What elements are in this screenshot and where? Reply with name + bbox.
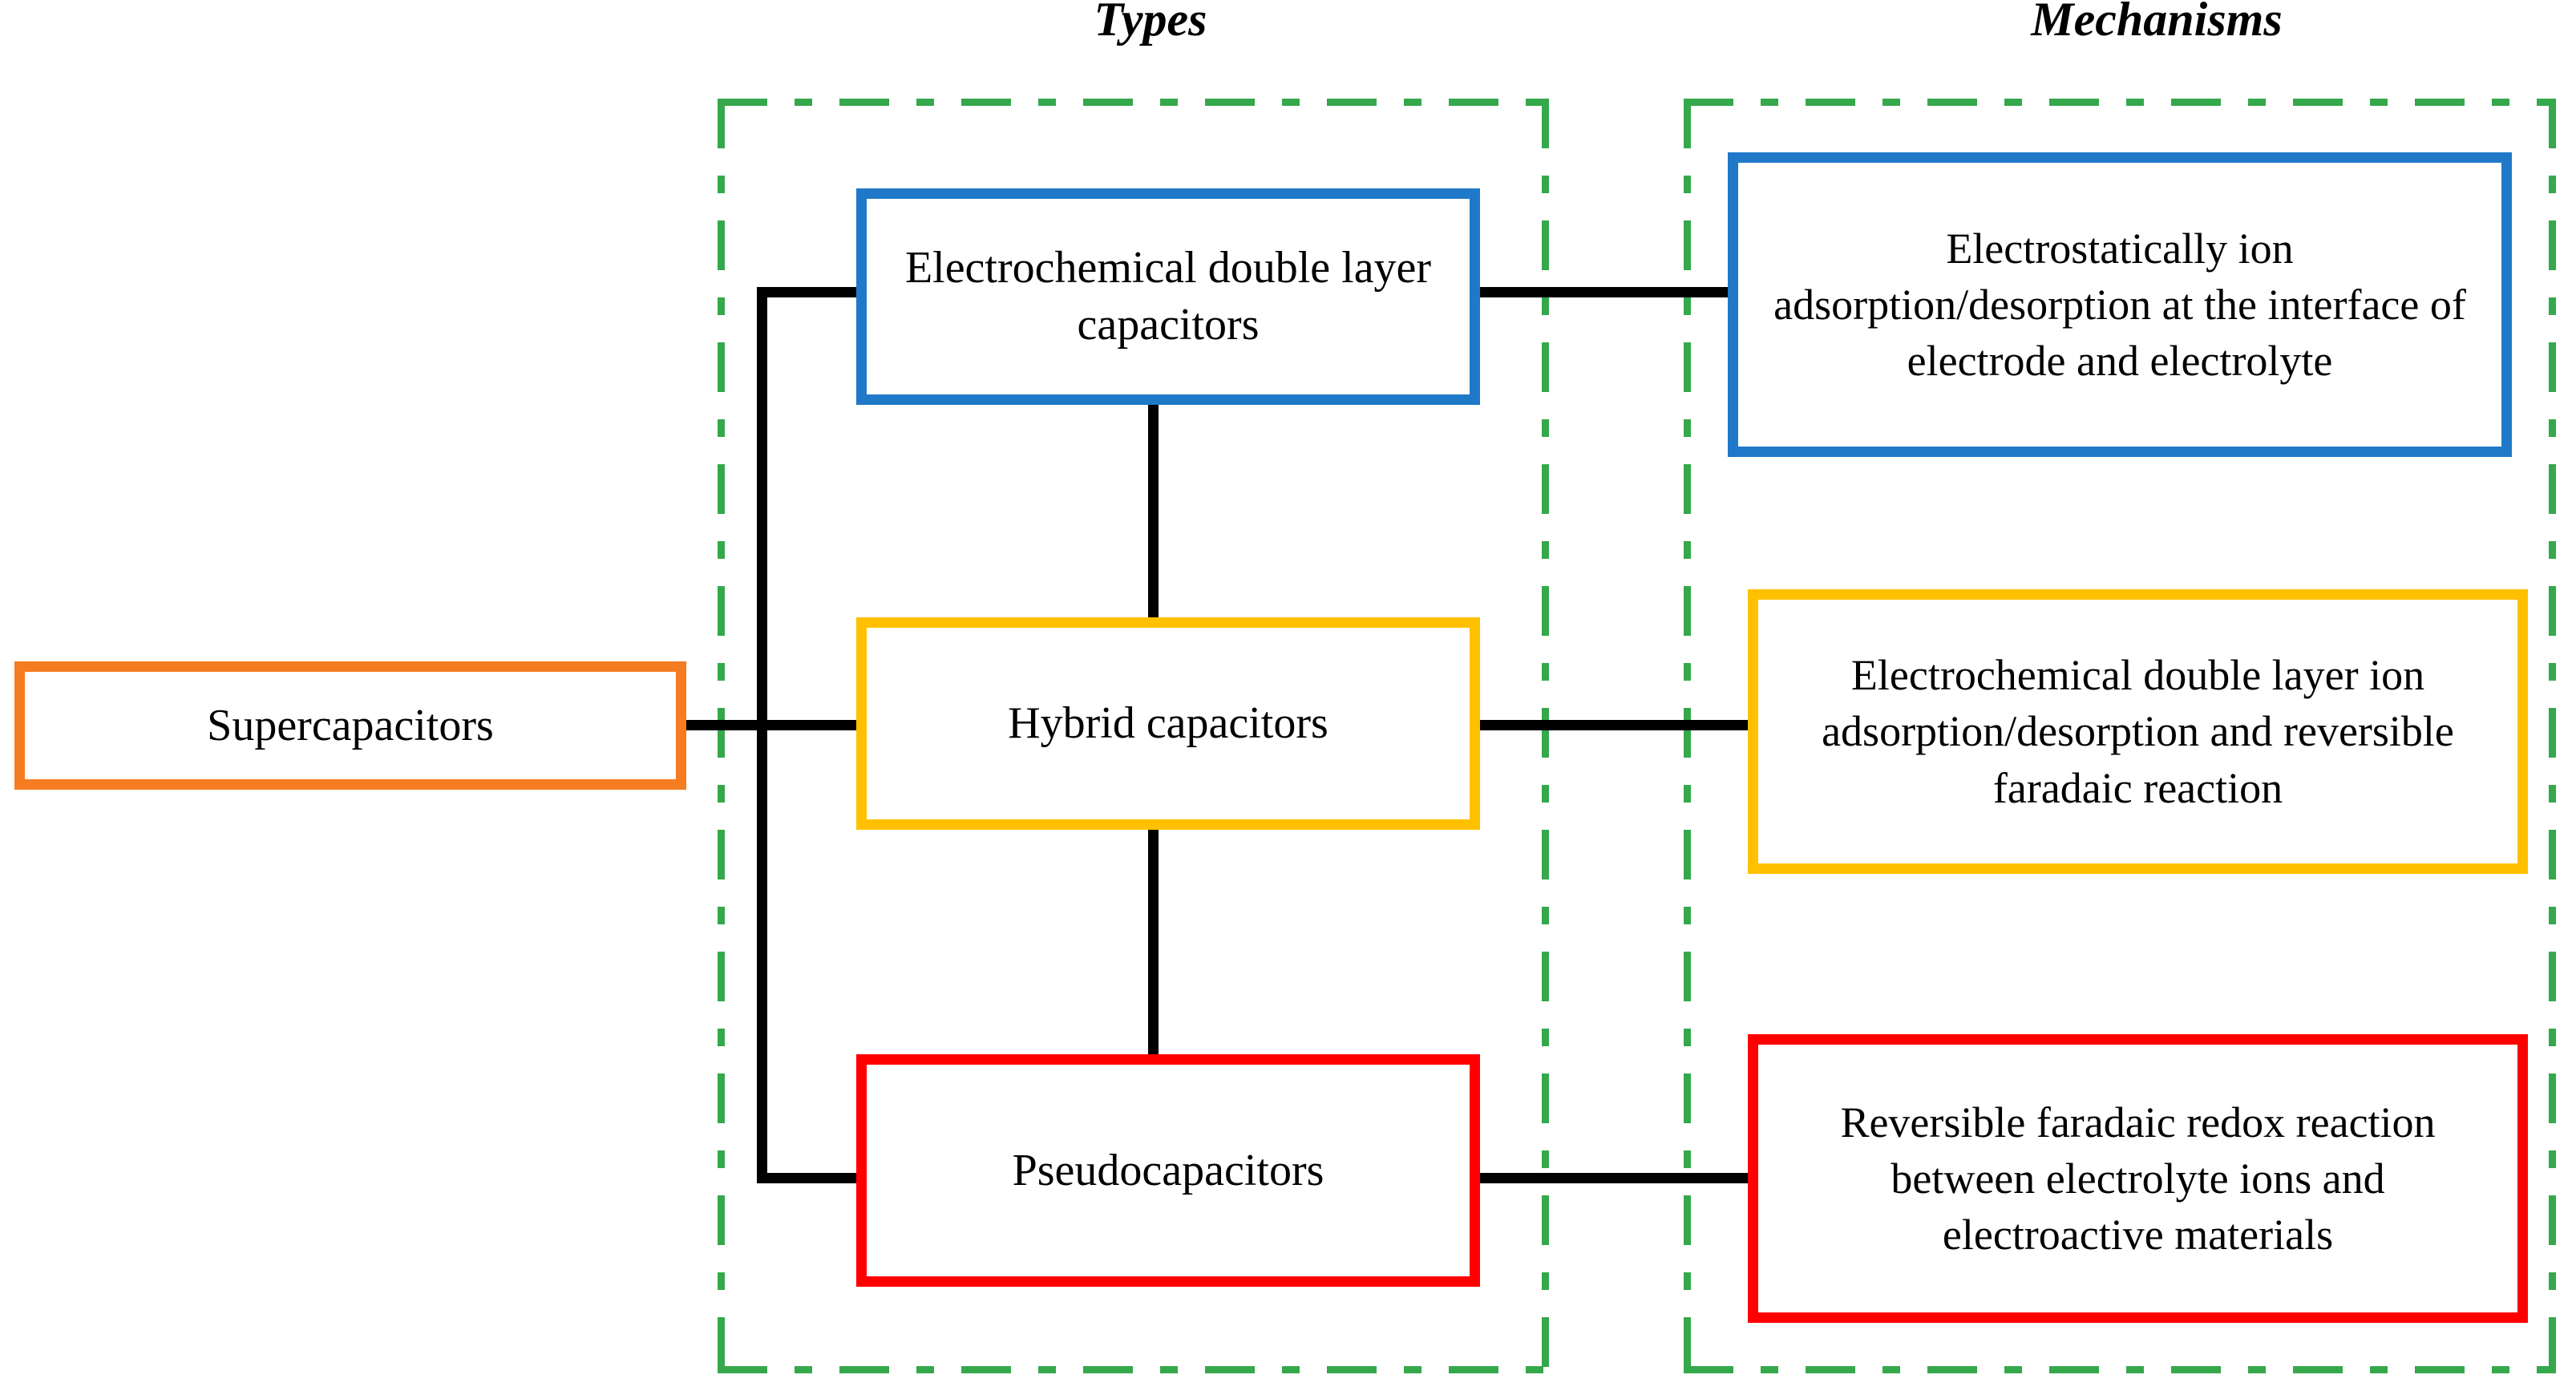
connector-bus-to-pseudo (757, 1173, 861, 1183)
node-type-hybrid[interactable]: Hybrid capacitors (856, 617, 1480, 830)
connector-edlc-to-mechanism (1474, 287, 1734, 297)
connector-bus-to-edlc (757, 287, 861, 297)
node-supercapacitors-label: Supercapacitors (207, 700, 494, 750)
node-mechanism-edlc-label: Electrostatically ion adsorption/desorpt… (1773, 224, 2466, 386)
node-type-hybrid-label: Hybrid capacitors (1008, 698, 1328, 749)
node-mechanism-hybrid-label: Electrochemical double layer ion adsorpt… (1822, 651, 2454, 812)
node-type-pseudo[interactable]: Pseudocapacitors (856, 1054, 1480, 1287)
connector-vertical-bus (757, 287, 767, 1183)
node-type-edlc-label: Electrochemical double layer capacitors (904, 243, 1432, 350)
node-mechanism-edlc[interactable]: Electrostatically ion adsorption/desorpt… (1728, 152, 2512, 457)
mechanisms-column-header: Mechanisms (2031, 0, 2283, 46)
node-mechanism-pseudo-label: Reversible faradaic redox reaction betwe… (1840, 1098, 2436, 1260)
node-type-edlc[interactable]: Electrochemical double layer capacitors (856, 188, 1480, 405)
node-mechanism-pseudo[interactable]: Reversible faradaic redox reaction betwe… (1748, 1034, 2528, 1323)
node-supercapacitors[interactable]: Supercapacitors (14, 661, 686, 790)
connector-hybrid-to-mechanism (1474, 720, 1754, 730)
connector-root-to-bus (683, 720, 861, 730)
node-type-pseudo-label: Pseudocapacitors (1012, 1145, 1324, 1195)
connector-edlc-to-hybrid (1148, 397, 1159, 625)
types-column-header: Types (1094, 0, 1207, 46)
node-mechanism-hybrid[interactable]: Electrochemical double layer ion adsorpt… (1748, 589, 2528, 874)
connector-hybrid-to-pseudo (1148, 824, 1159, 1061)
connector-pseudo-to-mechanism (1474, 1173, 1754, 1183)
